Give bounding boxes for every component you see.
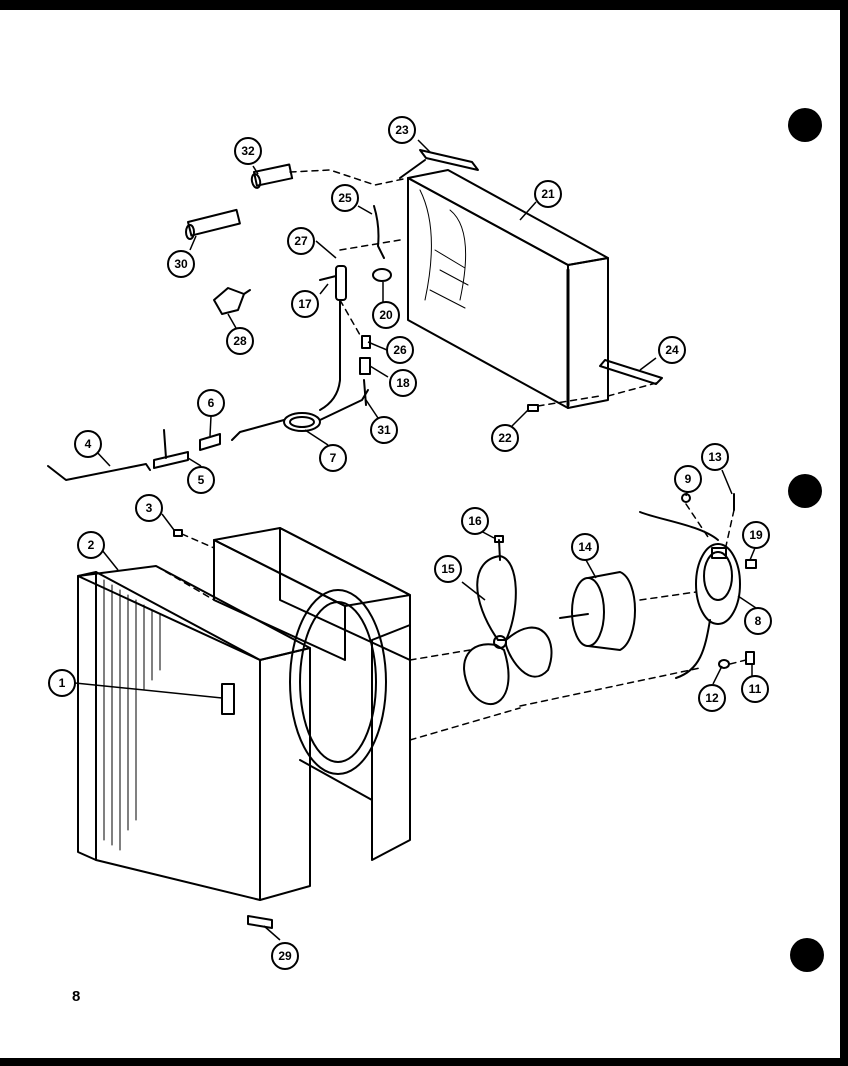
binder-hole-middle — [788, 474, 822, 508]
callout-23: 23 — [395, 123, 409, 137]
clamp-20 — [372, 268, 392, 282]
callout-26: 26 — [393, 343, 407, 357]
callout-circle-27 — [287, 227, 315, 255]
callout-circle-5 — [187, 466, 215, 494]
callout-8: 8 — [755, 614, 762, 628]
callout-circle-14 — [571, 533, 599, 561]
callout-circle-12 — [698, 684, 726, 712]
callout-21: 21 — [541, 187, 555, 201]
callout-circle-20 — [372, 301, 400, 329]
callout-circle-22 — [491, 424, 519, 452]
drier-25 — [373, 205, 385, 259]
callout-9: 9 — [685, 472, 692, 486]
callout-circle-30 — [167, 250, 195, 278]
callout-circle-29 — [271, 942, 299, 970]
callout-32: 32 — [241, 144, 255, 158]
page-border-right — [840, 0, 848, 1066]
callout-circle-31 — [370, 416, 398, 444]
setscrew-16 — [494, 535, 504, 543]
callout-circle-11 — [741, 675, 769, 703]
callout-17: 17 — [298, 297, 312, 311]
callout-1: 1 — [59, 676, 66, 690]
callout-28: 28 — [233, 334, 247, 348]
tube-30 — [186, 208, 241, 237]
nut-19 — [745, 559, 757, 569]
callout-19: 19 — [749, 528, 763, 542]
page-border-bottom — [0, 1058, 848, 1066]
fan-motor — [559, 571, 636, 651]
callout-25: 25 — [338, 191, 352, 205]
callout-16: 16 — [468, 514, 482, 528]
callout-18: 18 — [396, 376, 410, 390]
callout-7: 7 — [330, 451, 337, 465]
callout-11: 11 — [749, 682, 762, 696]
fan-blade — [463, 555, 553, 706]
callout-4: 4 — [85, 437, 92, 451]
callout-circle-8 — [744, 607, 772, 635]
thermostat-6 — [199, 433, 221, 451]
bolt-11 — [745, 651, 755, 665]
washer-12 — [718, 659, 730, 669]
fitting-26 — [361, 335, 371, 349]
callout-30: 30 — [174, 257, 188, 271]
callout-15: 15 — [441, 562, 455, 576]
callout-circle-25 — [331, 184, 359, 212]
condenser-coil — [407, 169, 609, 409]
fitting-18 — [359, 357, 371, 375]
callout-12: 12 — [705, 691, 719, 705]
callout-13: 13 — [708, 450, 722, 464]
callout-circle-2 — [77, 531, 105, 559]
callout-circle-28 — [226, 327, 254, 355]
callout-circle-32 — [234, 137, 262, 165]
callout-3: 3 — [146, 501, 153, 515]
callout-6: 6 — [208, 396, 215, 410]
callout-circle-13 — [701, 443, 729, 471]
callout-5: 5 — [198, 473, 205, 487]
callout-2: 2 — [88, 538, 95, 552]
fan-shroud — [213, 527, 411, 861]
bracket-23 — [419, 149, 479, 171]
screw-3 — [173, 529, 183, 537]
callout-31: 31 — [377, 423, 391, 437]
sensor-5 — [153, 451, 189, 469]
callout-circle-6 — [197, 389, 225, 417]
callout-29: 29 — [278, 949, 292, 963]
motor-bracket — [639, 511, 741, 679]
callout-circle-19 — [742, 521, 770, 549]
callout-circle-15 — [434, 555, 462, 583]
callout-20: 20 — [379, 308, 393, 322]
callout-circle-18 — [389, 369, 417, 397]
callout-circle-1 — [48, 669, 76, 697]
callout-circle-24 — [658, 336, 686, 364]
callout-circle-17 — [291, 290, 319, 318]
binder-hole-top — [788, 108, 822, 142]
callout-circle-23 — [388, 116, 416, 144]
binder-hole-bottom — [790, 938, 824, 972]
callout-circle-9 — [674, 465, 702, 493]
callout-circle-7 — [319, 444, 347, 472]
callout-circle-21 — [534, 180, 562, 208]
page-border-top — [0, 0, 848, 10]
callout-circle-4 — [74, 430, 102, 458]
callout-circle-16 — [461, 507, 489, 535]
part-28 — [213, 287, 245, 315]
front-grille — [77, 565, 311, 901]
callout-circle-26 — [386, 336, 414, 364]
callout-14: 14 — [578, 540, 592, 554]
part-29 — [247, 915, 273, 929]
valve-17 — [335, 265, 347, 301]
callout-24: 24 — [665, 343, 679, 357]
sensor-bulb-4 — [47, 463, 151, 481]
callout-22: 22 — [498, 431, 512, 445]
callout-circle-3 — [135, 494, 163, 522]
page-number: 8 — [72, 988, 81, 1005]
screw-22 — [527, 404, 539, 412]
bracket-24 — [599, 359, 663, 385]
capillary-coil-7 — [283, 412, 321, 432]
callout-27: 27 — [294, 234, 308, 248]
